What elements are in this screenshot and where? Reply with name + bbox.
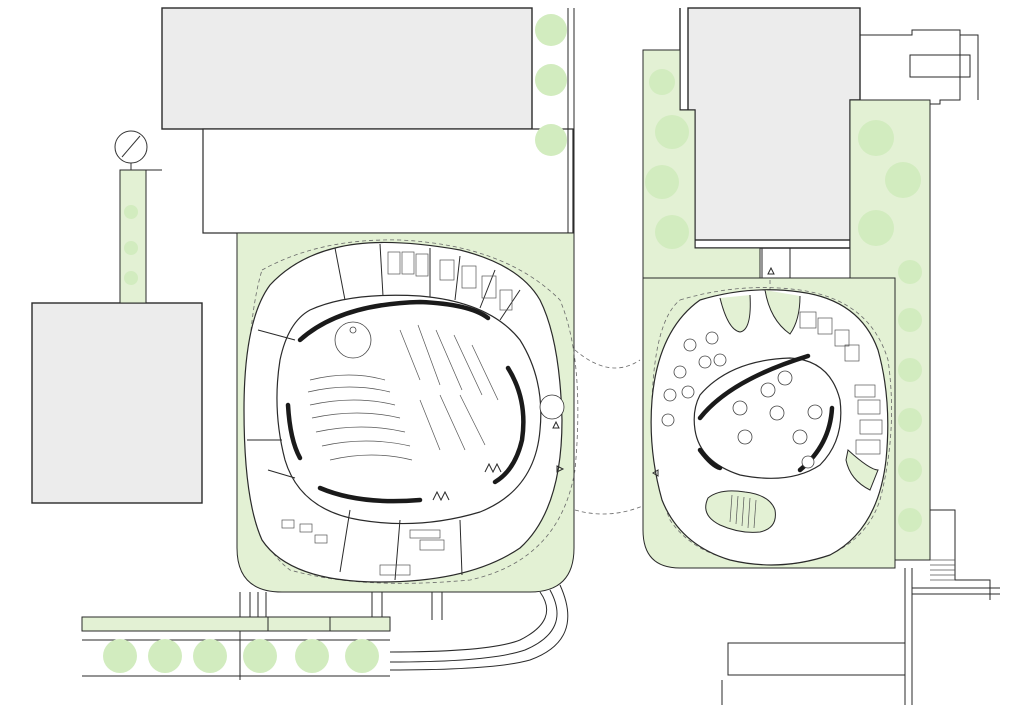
auditorium-seating: [307, 321, 499, 461]
entrance-triangle-icon: [552, 420, 560, 429]
left-pavilion-rooms: [247, 243, 521, 581]
existing-building-north-right: [687, 7, 861, 241]
building-annex-left: [202, 128, 574, 234]
existing-building-north-left: [161, 7, 533, 130]
tree-icon: [124, 14, 567, 285]
right-pavilion-tables: [661, 331, 823, 469]
north-compass-icon: [114, 130, 148, 170]
right-pavilion-rooms: [719, 289, 883, 491]
existing-building-west: [31, 302, 203, 504]
right-pavilion-stair-island: [705, 490, 776, 533]
south-tree-strip: [81, 616, 391, 677]
east-stair: [930, 559, 955, 581]
